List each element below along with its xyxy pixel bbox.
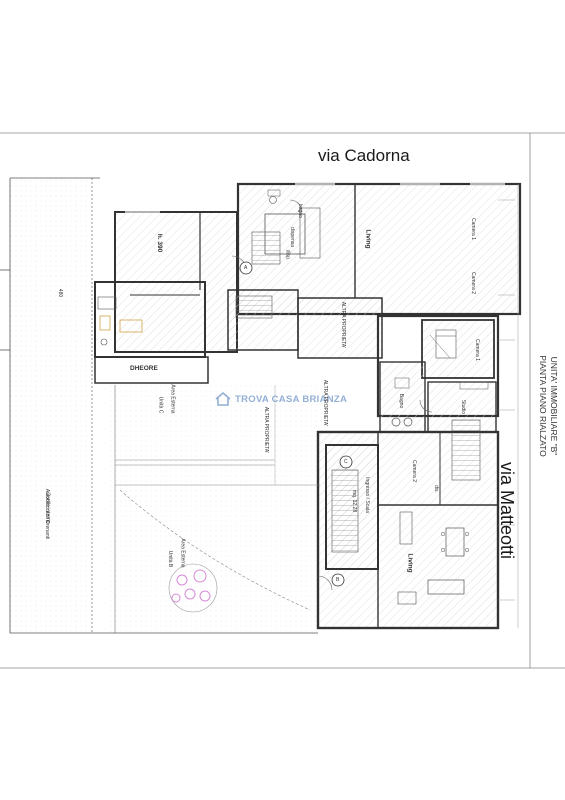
cortile-sub-label: Autobloccanti Drenanti [44, 488, 51, 540]
altra-proprieta-3: ALTRA PROPRIETA' [263, 406, 270, 454]
unit-title-line2: PIANTA PIANO RIALZATO [538, 355, 548, 457]
area-esterna-b: Area Esterna [179, 538, 186, 568]
room-ingresso: Ingresso / Scala [363, 477, 370, 513]
east-building [239, 261, 500, 630]
area-esterna-c-unit: Unità C [157, 396, 164, 414]
height-label: h. 390 [156, 233, 164, 253]
altra-proprieta-1: ALTRA PROPRIETA' [322, 379, 329, 427]
room-living-top: Living [364, 229, 372, 249]
area-esterna-b-unit: Unità B [167, 550, 174, 568]
room-dispensa: dispensa [289, 226, 296, 248]
marker-b: B [336, 577, 340, 583]
garden-path [114, 385, 320, 633]
room-studio: Studio [460, 399, 467, 415]
room-living-bottom: Living [406, 553, 414, 573]
north-building [94, 182, 522, 384]
watermark: TROVA CASA BRIANZA [215, 392, 347, 406]
unit-title-line1: UNITA' IMMOBILIARE "B" [549, 356, 559, 456]
courtyard-area [0, 177, 320, 635]
tree-symbol [168, 563, 218, 613]
street-label-east: via Matteotti [497, 461, 518, 560]
room-camera1-right: Camera 1 [473, 339, 480, 361]
marker-c: C [344, 459, 348, 465]
dimension-ticks [498, 184, 519, 628]
room-camera1-top: Camera 1 [469, 218, 476, 240]
room-bagno-right: Bagno [398, 393, 405, 409]
unit-title: UNITA' IMMOBILIARE "B" PIANTA PIANO RIAL… [537, 336, 559, 476]
drawing-frame [0, 132, 565, 669]
room-camera2-top: Camera 2 [469, 272, 476, 294]
marker-a: A [244, 265, 248, 271]
room-ingresso-area: mq. 12.28 [351, 489, 358, 513]
room-disp: disp. [284, 249, 291, 261]
dimension-480: 480 [57, 288, 64, 298]
street-label-north: via Cadorna [318, 146, 410, 165]
area-esterna-c: Area Esterna [169, 384, 176, 414]
room-dheore: DHEORE [130, 365, 158, 372]
house-icon [215, 392, 231, 406]
room-dis: dis. [432, 485, 439, 493]
altra-proprieta-2: ALTRA PROPRIETA' [340, 301, 347, 349]
room-bagno-top: bagno [296, 204, 303, 218]
room-camera2-right: Camera 2 [410, 460, 417, 482]
watermark-text: TROVA CASA BRIANZA [235, 393, 348, 405]
